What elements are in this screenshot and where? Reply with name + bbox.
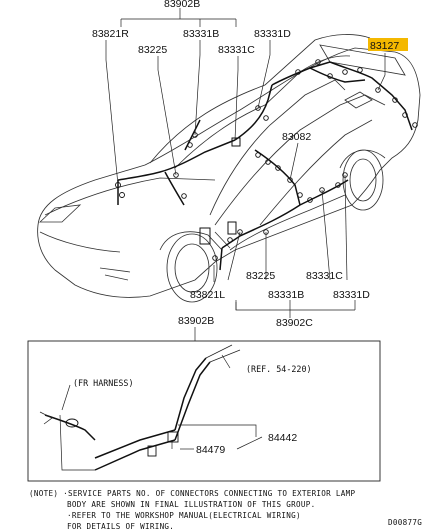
label-83331D-top: 83331D [254,28,291,40]
detail-box [27,340,381,482]
label-83225-top: 83225 [138,44,167,56]
top-leader-lines [105,8,386,186]
bottom-leader-lines [194,174,356,341]
note-line-3: ·REFER TO THE WORKSHOP MANUAL(ELECTRICAL… [67,511,301,520]
label-83821R: 83821R [92,28,129,40]
connectors [115,59,418,261]
label-84479: 84479 [196,444,225,456]
label-83902B-bottom: 83902B [178,315,214,327]
connector-blocks [199,137,241,245]
label-fr-harness: (FR HARNESS) [73,378,134,388]
label-ref: (REF. 54-220) [246,364,312,374]
label-84442: 84442 [268,432,297,444]
note-line-1: (NOTE) ·SERVICE PARTS NO. OF CONNECTORS … [29,489,356,498]
label-83902C: 83902C [276,317,313,329]
highlight-83127 [368,38,408,51]
label-83127: 83127 [370,40,399,52]
note-line-4: FOR DETAILS OF WIRING. [67,522,174,531]
label-83331C-bottom: 83331C [306,270,343,282]
labels-top: 83902B 83821R 83331B 83331D 83225 83331C… [92,0,408,143]
labels-bottom: 83225 83331C 83821L 83331B 83331D 83902C… [178,270,370,329]
label-83331B-top: 83331B [183,28,219,40]
drawing-code: D00877G [388,518,422,527]
label-83331D-bottom: 83331D [333,289,370,301]
car-body-outline [37,34,421,303]
label-83902B-top: 83902B [164,0,200,10]
label-83821L: 83821L [190,289,225,301]
label-83082: 83082 [282,131,311,143]
labels-detail: (REF. 54-220) (FR HARNESS) 84479 84442 [73,364,312,456]
label-83225-bottom: 83225 [246,270,275,282]
label-83331B-bottom: 83331B [268,289,304,301]
note-block: (NOTE) ·SERVICE PARTS NO. OF CONNECTORS … [29,489,422,531]
label-83331C-top: 83331C [218,44,255,56]
note-line-2: BODY ARE SHOWN IN FINAL ILLUSTRATION OF … [67,500,315,509]
